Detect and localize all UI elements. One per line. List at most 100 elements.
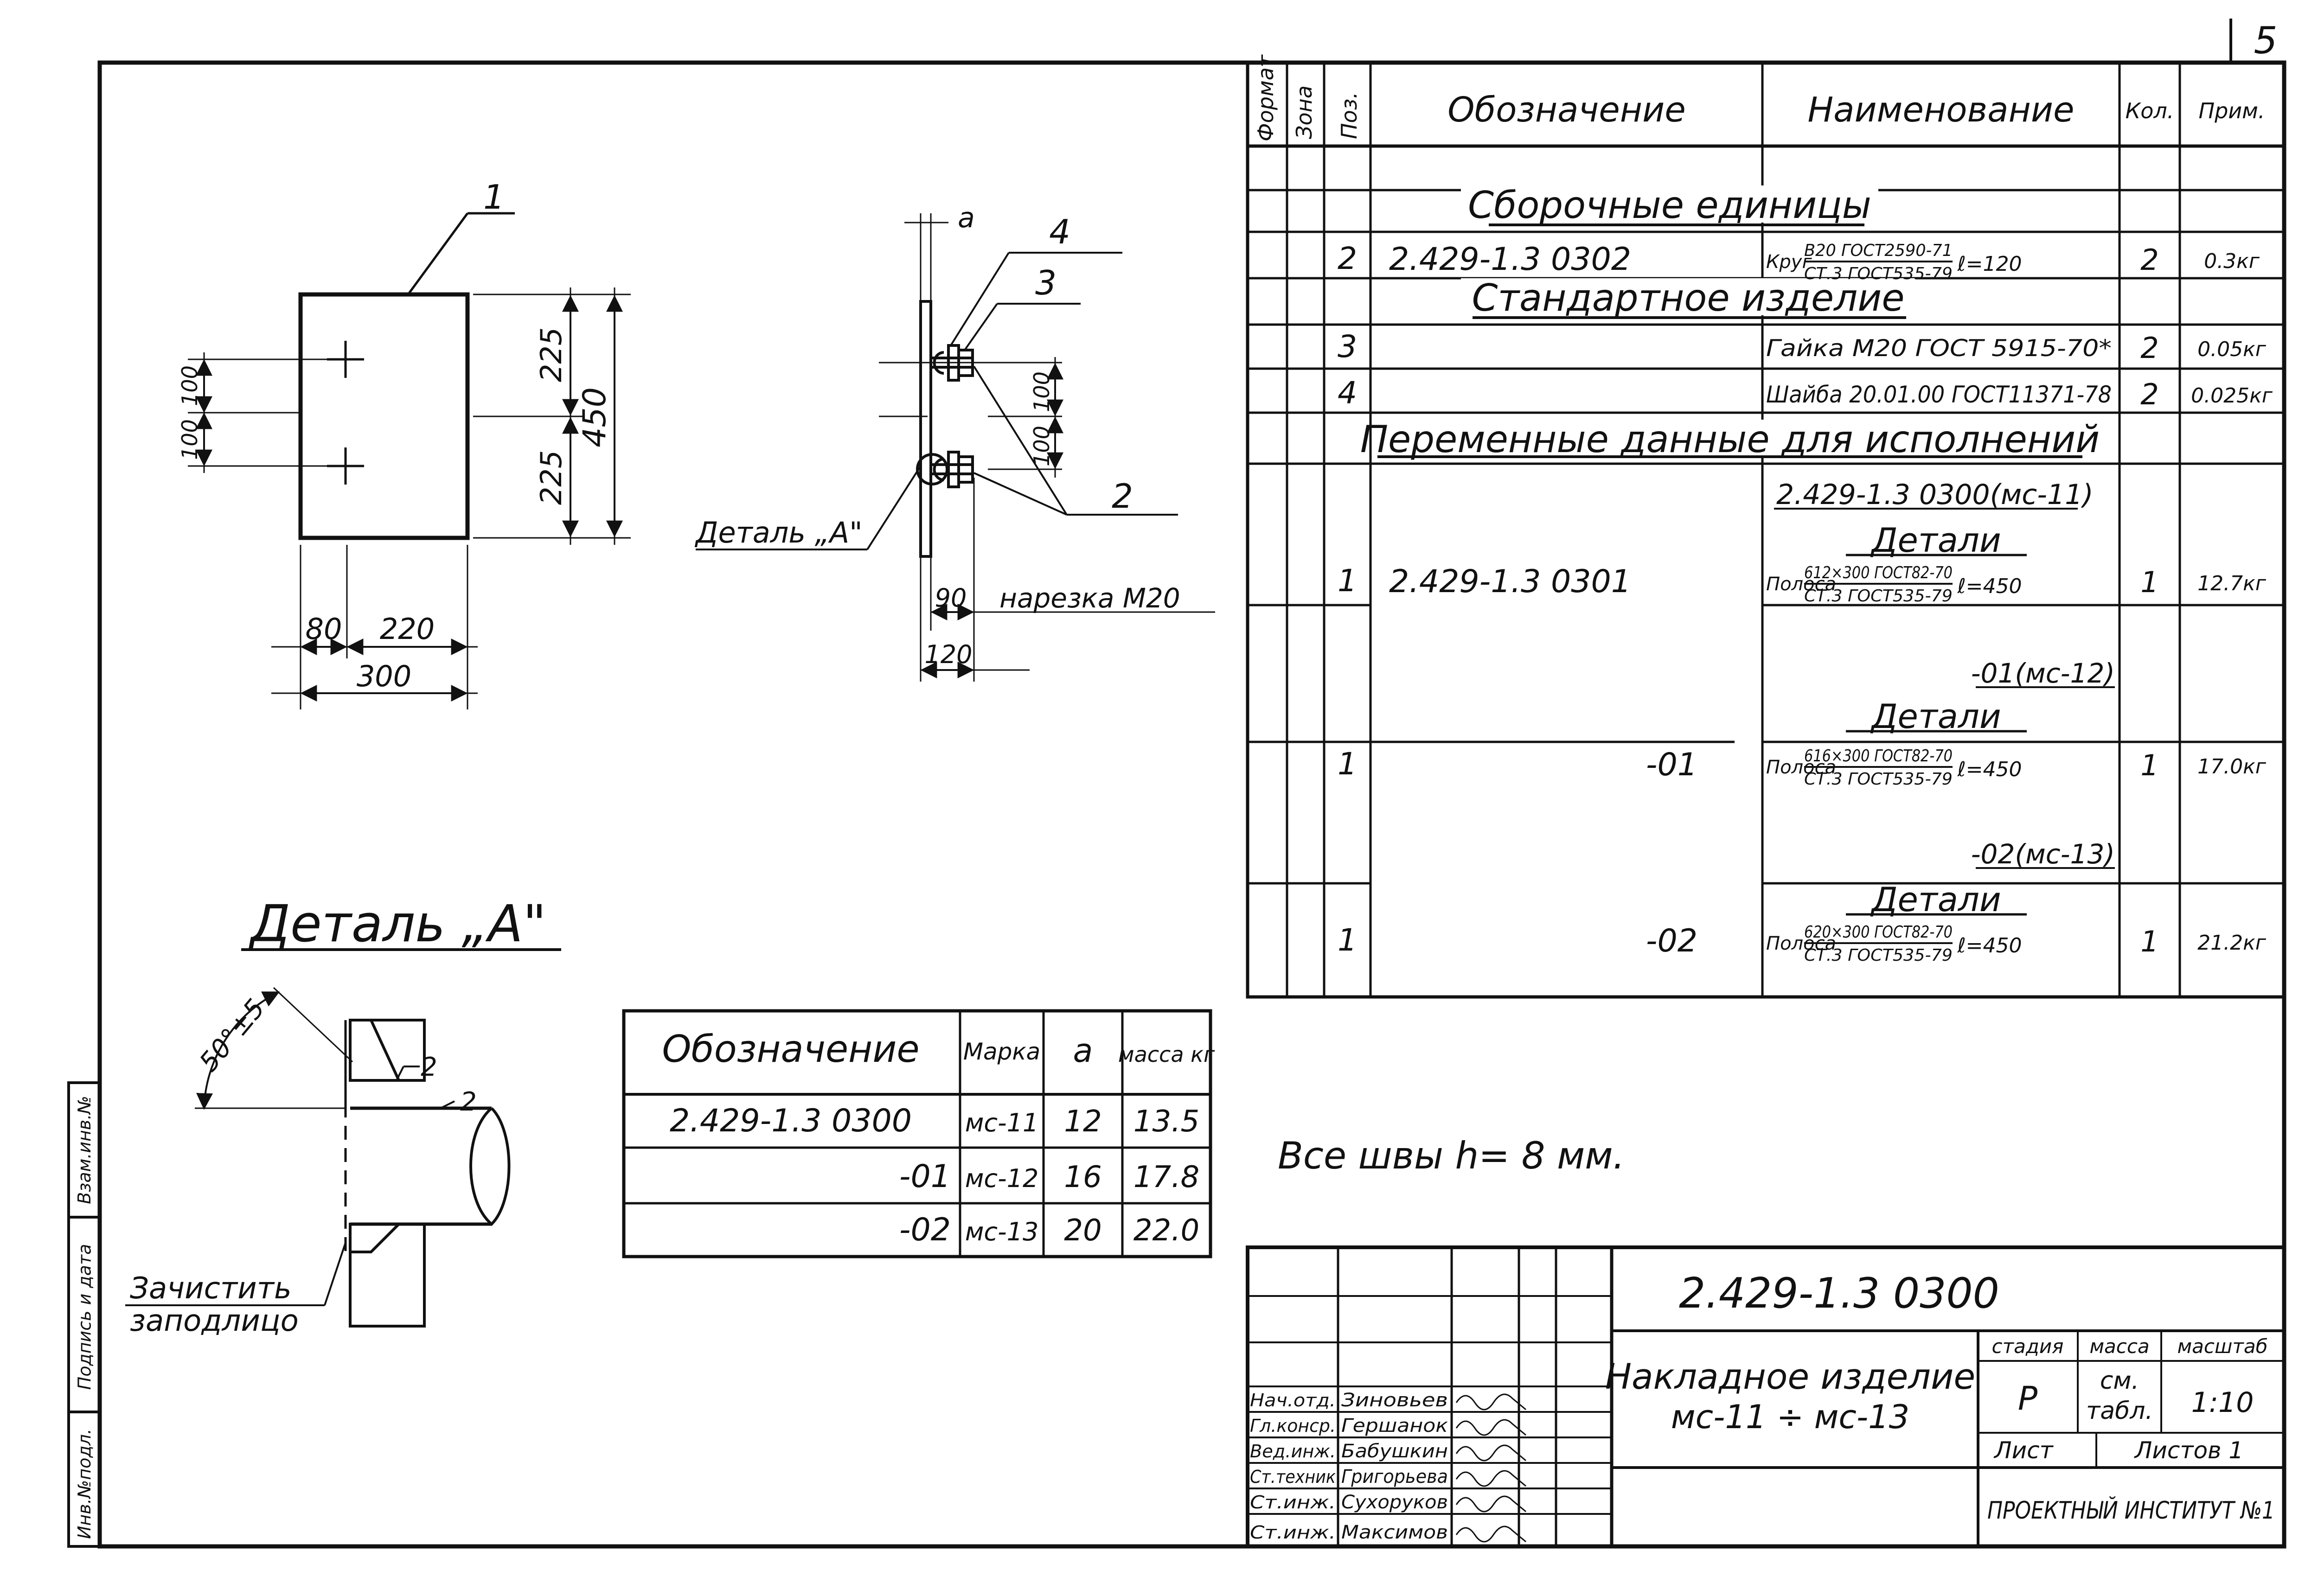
clean-note-line2: заподлицо xyxy=(130,1304,299,1338)
thread-label: нарезка М20 xyxy=(999,582,1180,614)
dim-120: 120 xyxy=(924,640,972,669)
staff-name: Григорьева xyxy=(1341,1466,1448,1487)
spec-row: 2.429-1.3 0300(мс-11) xyxy=(1774,479,2094,511)
staff-role: Нач.отд. xyxy=(1250,1390,1336,1411)
signature xyxy=(1455,1470,1526,1487)
title-block: 2.429-1.3 0300 Накладное изделие мс-11 ÷… xyxy=(1246,1245,2286,1548)
spec-note: 0.05кг xyxy=(2197,338,2267,361)
vt-mass: 22.0 xyxy=(1133,1213,1200,1248)
variants-table: Обозначение Марка a масса кг 2.429-1.3 0… xyxy=(622,1009,1215,1258)
staff-role: Гл.конср. xyxy=(1250,1416,1336,1436)
vt-a: 16 xyxy=(1064,1160,1101,1194)
weld-note: Все швы h= 8 мм. xyxy=(1278,1134,1625,1177)
vt-mass: 13.5 xyxy=(1133,1104,1200,1139)
svg-text:Переменные данные для исполнен: Переменные данные для исполнений xyxy=(1360,418,2100,461)
plate-view: 1 100 100 xyxy=(177,178,631,709)
sheet-label: Лист xyxy=(1993,1437,2054,1464)
spec-designation: 2.429-1.3 0301 xyxy=(1389,563,1631,600)
vt-designation: -01 xyxy=(899,1158,951,1195)
mass-value-line2: табл. xyxy=(2086,1397,2153,1425)
dim-100-lower: 100 xyxy=(177,419,202,460)
angle-label: 50°±5 xyxy=(193,994,271,1078)
spec-length: ℓ=450 xyxy=(1957,758,2022,781)
clean-note-line1: Зачистить xyxy=(130,1271,292,1306)
signature xyxy=(1455,1444,1526,1462)
section-variable-data: Переменные данные для исполнений xyxy=(1360,418,2100,461)
spec-row: Детали xyxy=(1846,521,2027,560)
dim-300: 300 xyxy=(357,659,411,693)
vt-header-designation: Обозначение xyxy=(662,1028,919,1071)
svg-text:Стандартное изделие: Стандартное изделие xyxy=(1472,276,1905,319)
spec-variant: -02(мс-13) xyxy=(1971,838,2115,870)
scale-value: 1:10 xyxy=(2191,1386,2254,1419)
mass-value-line1: см. xyxy=(2100,1367,2139,1395)
position-1: 1 xyxy=(483,178,505,217)
dim-450: 450 xyxy=(576,387,613,447)
organization: ПРОЕКТНЫЙ ИНСТИТУТ №1 xyxy=(1987,1496,2275,1525)
staff-name: Гершанок xyxy=(1341,1415,1448,1436)
spec-profile-denominator: СТ.3 ГОСТ535-79 xyxy=(1804,770,1953,789)
spec-row: -02(мс-13) xyxy=(1971,838,2115,870)
dim-a: a xyxy=(958,202,975,234)
spec-note: 21.2кг xyxy=(2197,931,2267,955)
spec-pos: 1 xyxy=(1338,563,1357,599)
spec-qty: 1 xyxy=(2140,565,2158,599)
staff-role: Вед.инж. xyxy=(1250,1441,1336,1462)
spec-note: 12.7кг xyxy=(2197,572,2267,595)
svg-text:Сборочные единицы: Сборочные единицы xyxy=(1468,184,1871,227)
vt-mass: 17.8 xyxy=(1133,1160,1200,1194)
vt-header-mass: масса кг xyxy=(1118,1042,1215,1067)
side-view: a 4 3 2 100 100 xyxy=(694,202,1215,682)
position-4: 4 xyxy=(1049,212,1070,251)
spec-length: ℓ=120 xyxy=(1957,252,2022,276)
col-qty: Кол. xyxy=(2126,98,2174,123)
staff-role: Ст.техник xyxy=(1250,1467,1336,1487)
staff-role: Ст.инж. xyxy=(1250,1522,1336,1543)
position-3: 3 xyxy=(1035,263,1057,302)
section-assembly: Сборочные единицы xyxy=(1461,184,1878,227)
stage-label: стадия xyxy=(1992,1335,2064,1358)
spec-variant: -01(мс-12) xyxy=(1971,658,2115,689)
plate-outline xyxy=(298,292,470,540)
vt-designation: 2.429-1.3 0300 xyxy=(670,1103,912,1139)
sheets-label: Листов 1 xyxy=(2134,1437,2243,1464)
spec-pos: 1 xyxy=(1338,746,1357,782)
signature xyxy=(1455,1526,1526,1543)
spec-designation: -01 xyxy=(1646,747,1697,783)
spec-pos: 3 xyxy=(1338,329,1357,364)
spec-subsection: Детали xyxy=(1870,880,2001,919)
specification-table: Формат Зона Поз. Обозначение Наименовани… xyxy=(1246,54,2286,999)
spec-qty: 1 xyxy=(2140,748,2158,782)
col-pos: Поз. xyxy=(1337,92,1362,139)
spec-qty: 2 xyxy=(2140,377,2158,411)
staff-name: Бабушкин xyxy=(1341,1441,1448,1462)
spec-subsection: Детали xyxy=(1870,697,2001,736)
dim-100-upper: 100 xyxy=(177,365,202,406)
dim-100-side-lower: 100 xyxy=(1029,426,1054,466)
vt-mark: мс-13 xyxy=(965,1217,1039,1246)
dim-225-lower: 225 xyxy=(534,450,568,505)
staff-row: Ст.инж.Максимов xyxy=(1250,1522,1526,1543)
spec-profile-numerator: 620×300 ГОСТ82-70 xyxy=(1804,923,1953,942)
vt-header-mark: Марка xyxy=(963,1038,1040,1065)
spec-name: Шайба 20.01.00 ГОСТ11371-78 xyxy=(1766,381,2112,408)
col-designation: Обозначение xyxy=(1447,90,1685,130)
col-note: Прим. xyxy=(2198,98,2265,123)
spec-row: Детали xyxy=(1846,880,2027,919)
dim-100-side-upper: 100 xyxy=(1029,371,1054,412)
col-format: Формат xyxy=(1253,54,1278,141)
weld-leg-1: 2 xyxy=(421,1052,437,1082)
spec-qty: 1 xyxy=(2140,925,2158,958)
spec-designation: -02 xyxy=(1646,923,1697,959)
detail-a: Деталь „А" 2 2 50°±5 xyxy=(125,894,561,1338)
spec-profile-numerator: 616×300 ГОСТ82-70 xyxy=(1804,747,1953,766)
signature xyxy=(1455,1495,1526,1513)
spec-note: 17.0кг xyxy=(2197,755,2267,779)
staff-name: Сухоруков xyxy=(1341,1492,1448,1513)
